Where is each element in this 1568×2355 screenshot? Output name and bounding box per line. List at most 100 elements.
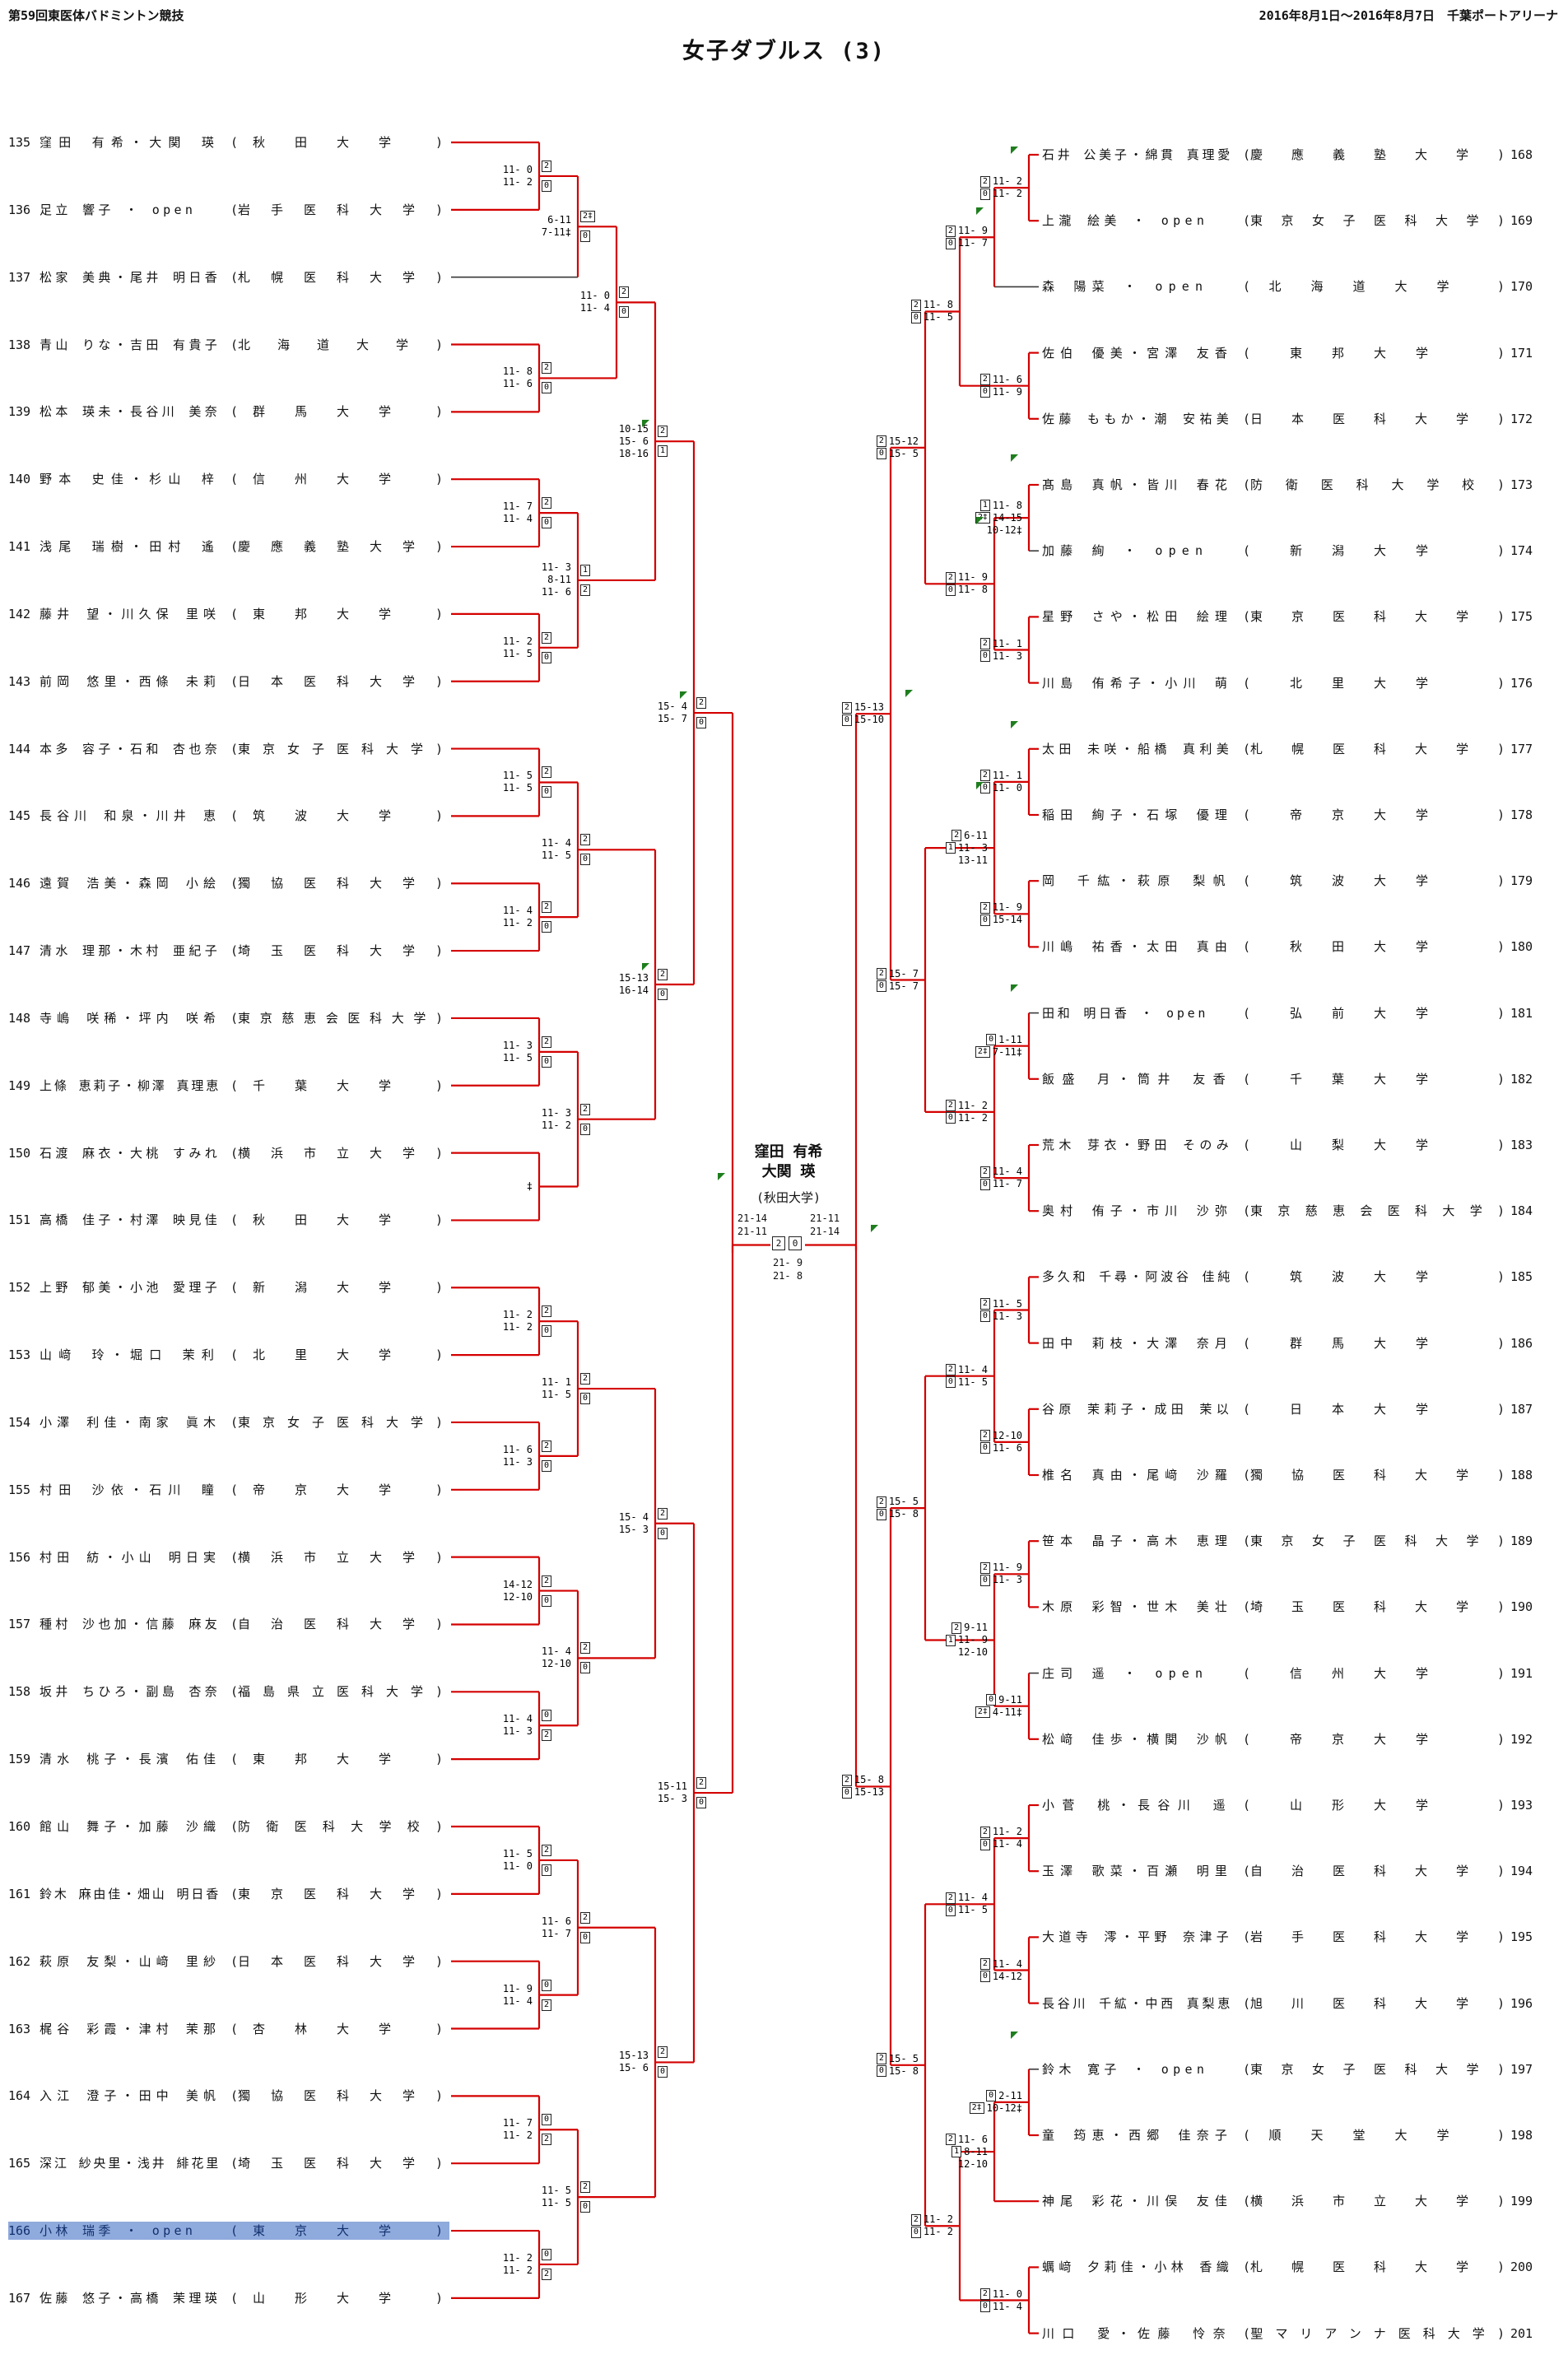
entry-university: 筑波大学 xyxy=(1290,1269,1459,1285)
entry-players: 川島 侑希子・小川 萌 xyxy=(1042,675,1234,691)
entry-players: 村田 沙依・石川 瞳 xyxy=(40,1482,221,1497)
games-box: 2 xyxy=(945,1364,956,1376)
games-box: 0 xyxy=(580,1123,591,1135)
entry-row-180: 川嶋 祐香・太田 真由(秋田大学)180 xyxy=(1042,939,1533,955)
games-box: 0 xyxy=(979,1838,990,1850)
entry-row-196: 長谷川 千絋・中西 真梨恵(旭川医科大学)196 xyxy=(1042,1995,1533,2011)
games-box: 2 xyxy=(979,1561,990,1574)
games-box: 2 xyxy=(542,1844,552,1856)
games-box: 0 xyxy=(876,2065,886,2078)
entry-players: 長谷川 千絋・中西 真梨恵 xyxy=(1042,1995,1234,2011)
entry-number: 160 xyxy=(8,1819,31,1834)
entry-university: 札幌医科大学 xyxy=(1250,741,1498,756)
entry-university: 東京大学 xyxy=(253,2223,421,2239)
entry-number: 183 xyxy=(1510,1138,1533,1152)
games-box: 2 xyxy=(979,1958,990,1970)
entry-players: 遠賀 浩美・森岡 小絵 xyxy=(40,876,221,891)
games-box: 2 xyxy=(542,497,552,510)
entry-number: 171 xyxy=(1510,345,1533,361)
entry-players: 寺嶋 咲稀・坪内 咲希 xyxy=(40,1010,221,1026)
entry-university: 北里大学 xyxy=(1290,675,1459,691)
games-box: 2‡ xyxy=(975,1046,990,1059)
games-box: 0 xyxy=(876,1508,886,1520)
entry-university: 埼玉医科大学 xyxy=(1250,1599,1498,1615)
entry-players: 上野 郁美・小池 愛理子 xyxy=(40,1280,221,1296)
entry-number: 182 xyxy=(1510,1071,1533,1087)
entry-university: 千葉大学 xyxy=(1290,1071,1459,1087)
entry-row-184: 奥村 侑子・市川 沙弥(東京慈恵会医科大学)184 xyxy=(1042,1203,1533,1219)
advance-mark-icon xyxy=(1011,2032,1018,2039)
entry-players: 本多 容子・石和 杏也奈 xyxy=(40,741,221,756)
entry-university: 筑波大学 xyxy=(1290,873,1459,889)
entry-players: 蠣﨑 夕莉佳・小林 香織 xyxy=(1042,2260,1234,2275)
entry-university: 山梨大学 xyxy=(1290,1138,1459,1152)
entry-number: 194 xyxy=(1510,1864,1533,1879)
entry-university: 新潟大学 xyxy=(1290,543,1459,559)
games-box: 2 xyxy=(542,1575,552,1587)
entry-university: 獨協医科大学 xyxy=(238,876,436,891)
entry-players: 神尾 彩花・川俣 友佳 xyxy=(1042,2194,1234,2209)
entry-number: 198 xyxy=(1510,2128,1533,2143)
entry-players: 髙島 真帆・皆川 春花 xyxy=(1042,477,1234,492)
entry-players: 梶谷 彩霞・津村 茉那 xyxy=(40,2021,221,2036)
games-box: 0 xyxy=(986,1034,997,1046)
entry-university: 日本大学 xyxy=(1290,1401,1459,1417)
entry-row-195: 大道寺 澪・平野 奈津子(岩手医科大学)195 xyxy=(1042,1929,1533,1945)
games-box: 1 xyxy=(580,564,591,576)
games-box: 2 xyxy=(542,1036,552,1048)
entry-players: 岡 千紘・萩原 梨帆 xyxy=(1042,873,1234,889)
games-box: 0 xyxy=(910,311,921,323)
games-box: 0 xyxy=(986,2090,997,2102)
games-box: 2 xyxy=(952,830,962,842)
entry-university: 日本医科大学 xyxy=(1250,411,1498,426)
entry-number: 154 xyxy=(8,1414,31,1430)
games-box: 0 xyxy=(945,237,956,249)
games-box: 2 xyxy=(841,1774,852,1786)
games-box: 0 xyxy=(979,1178,990,1190)
entry-row-171: 佐伯 優美・宮澤 友香(東邦大学)171 xyxy=(1042,345,1533,361)
entry-number: 145 xyxy=(8,808,31,824)
page-title: 女子ダブルス (3) xyxy=(682,39,886,64)
entry-players: 鈴木 寛子 ・ open xyxy=(1042,2061,1209,2077)
entry-number: 150 xyxy=(8,1145,31,1161)
entry-number: 162 xyxy=(8,1953,31,1969)
games-box: 2 xyxy=(979,1826,990,1838)
entry-number: 197 xyxy=(1510,2061,1533,2077)
entry-players: 小澤 利佳・南家 眞木 xyxy=(40,1414,221,1430)
entry-university: 防衛医科大学校 xyxy=(238,1819,436,1834)
entry-row-181: 田和 明日香 ・ open(弘前大学)181 xyxy=(1042,1005,1533,1021)
games-box: 0 xyxy=(542,1864,552,1876)
entry-row-197: 鈴木 寛子 ・ open(東京女子医科大学)197 xyxy=(1042,2061,1533,2077)
entry-number: 192 xyxy=(1510,1731,1533,1747)
entry-number: 146 xyxy=(8,876,31,891)
entry-university: 日本医科大学 xyxy=(238,1953,436,1969)
entry-number: 151 xyxy=(8,1212,31,1228)
champion-university: (秋田大学) xyxy=(756,1190,821,1205)
entry-university: 聖マリアンナ医科大学 xyxy=(1250,2325,1497,2341)
entry-players: 大道寺 澪・平野 奈津子 xyxy=(1042,1929,1234,1945)
games-box: 0 xyxy=(542,1710,552,1722)
entry-players: 川口 愛・佐藤 怜奈 xyxy=(1042,2325,1234,2341)
